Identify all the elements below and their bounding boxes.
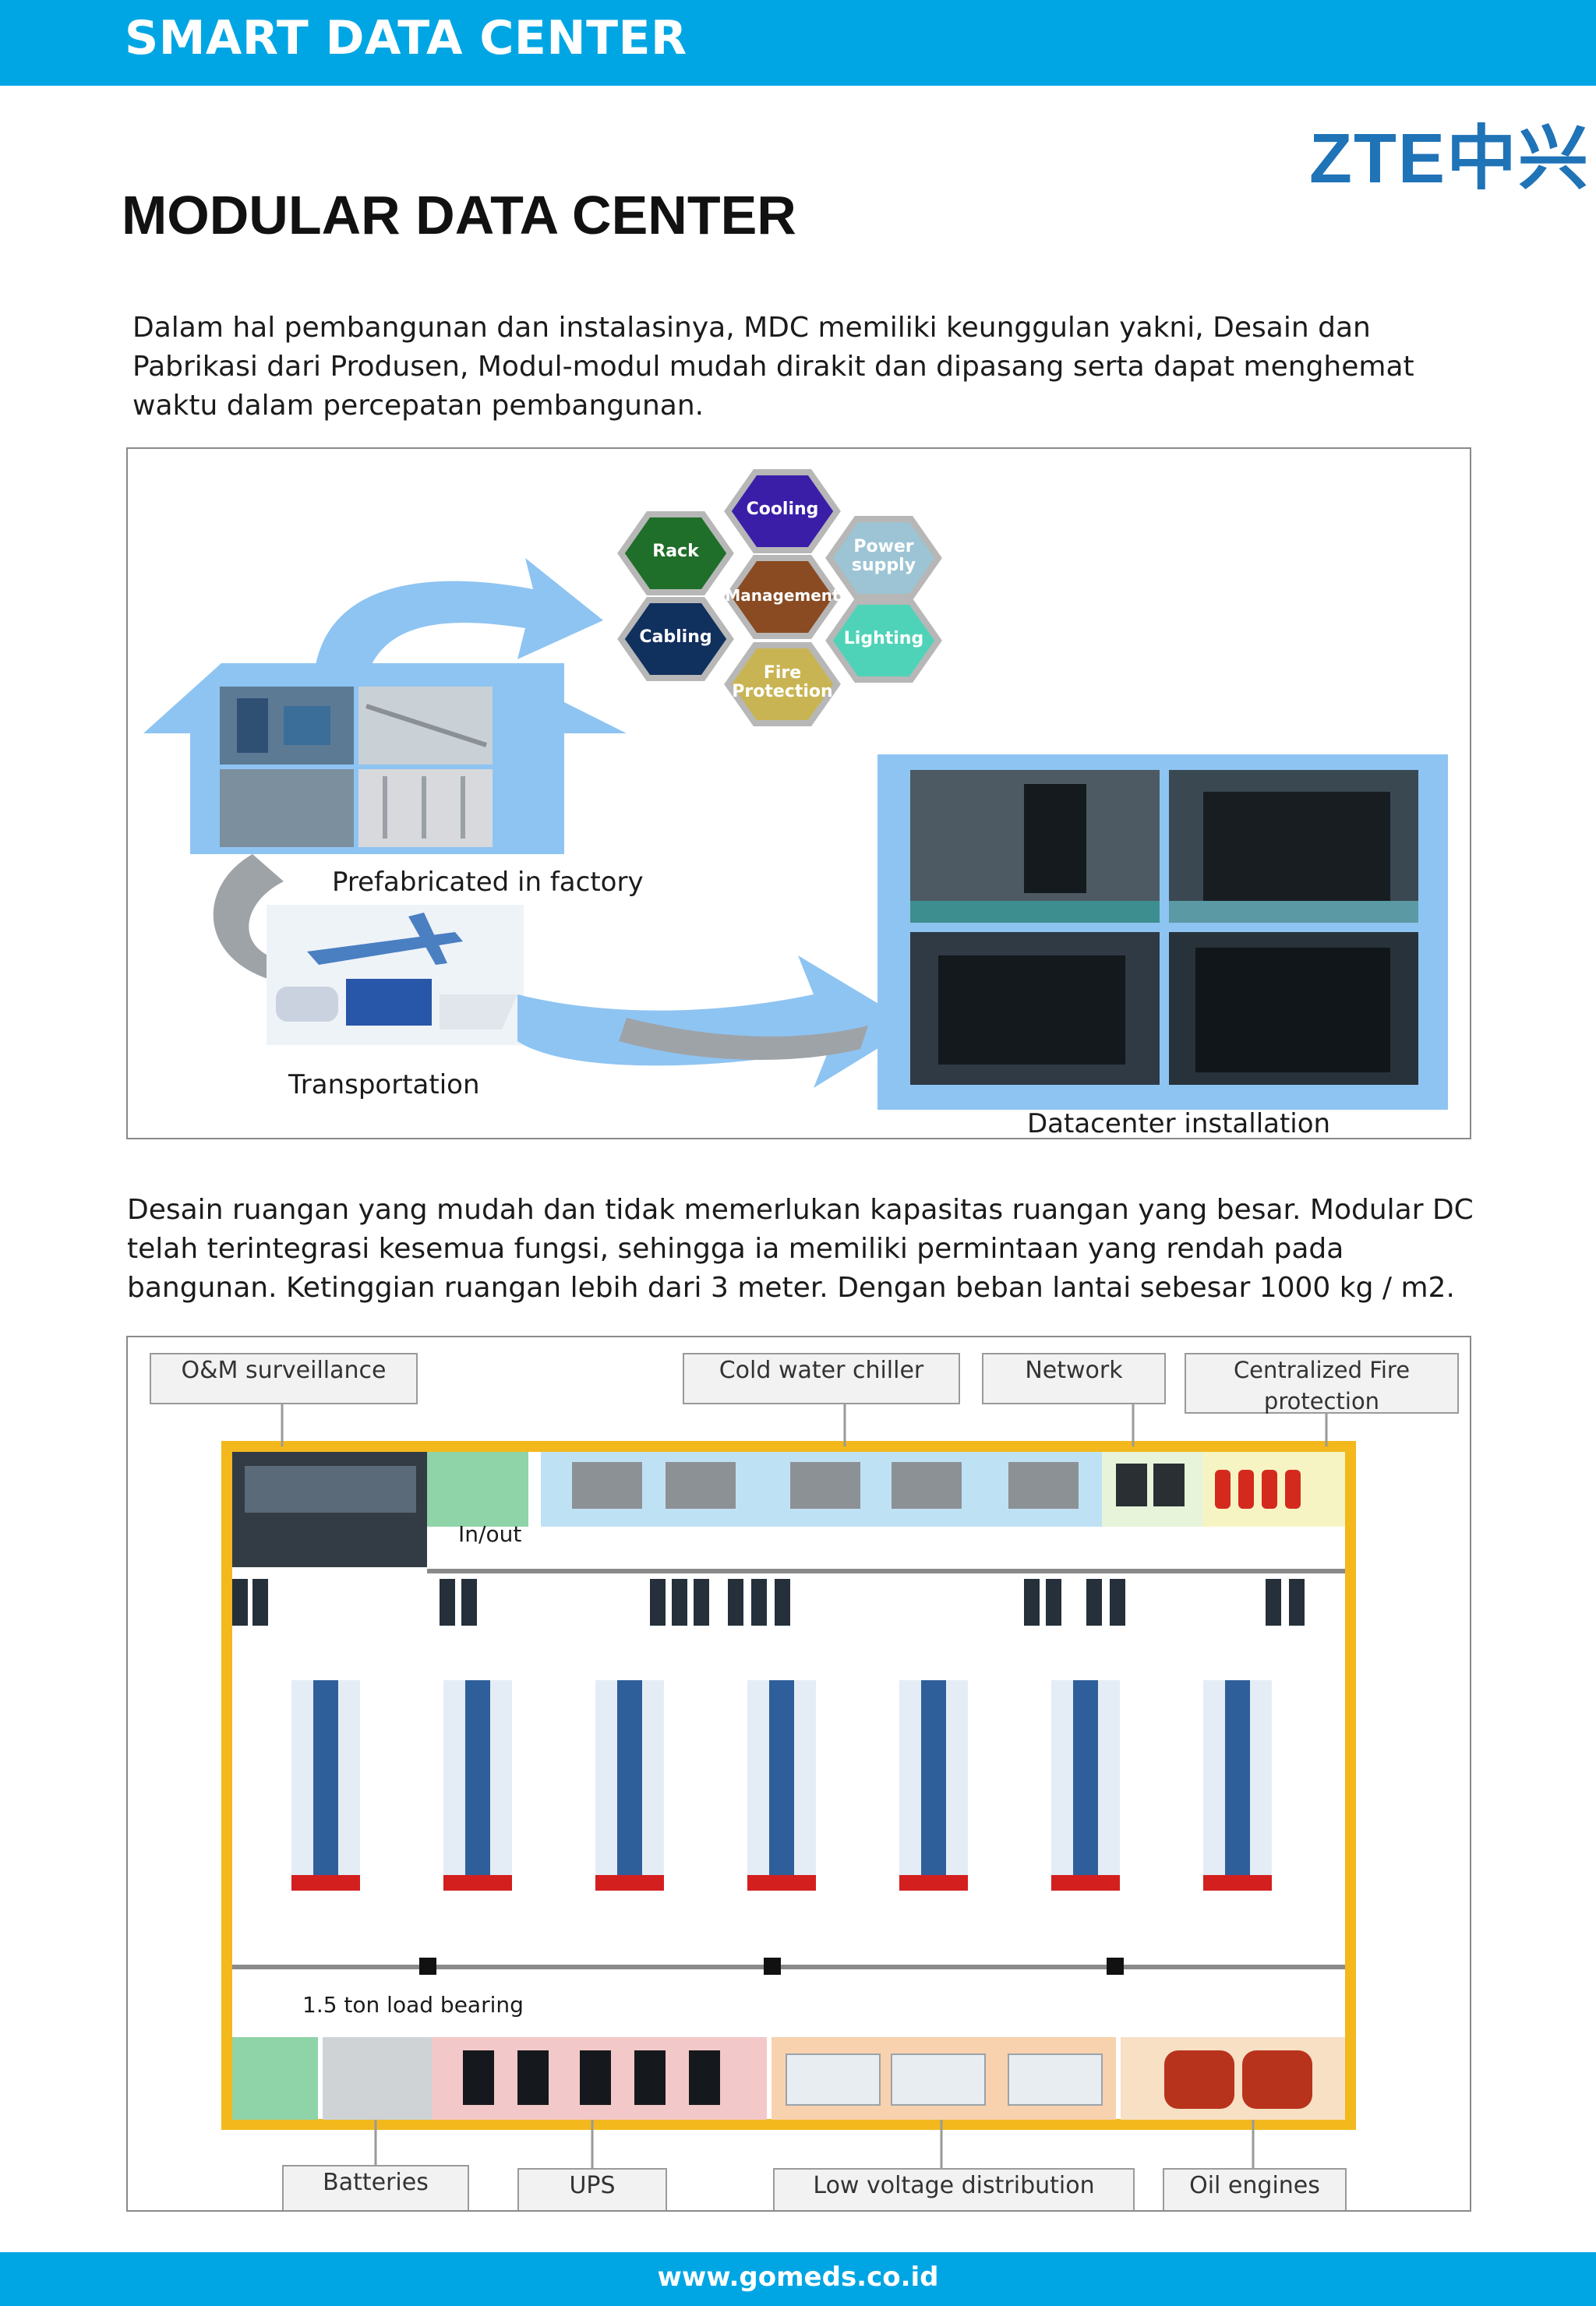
process-illustration xyxy=(143,558,1448,1110)
hex-power-supply xyxy=(825,516,942,600)
label-om-surveillance: O&M surveillance xyxy=(150,1353,418,1404)
inout-module xyxy=(427,1452,528,1527)
hex-label-power-supply: Power supply xyxy=(851,537,916,575)
battery-module xyxy=(232,2037,318,2120)
rack-row xyxy=(899,1680,968,1891)
hex-rack xyxy=(617,511,734,595)
floor-plan-drawing xyxy=(221,1403,1356,2168)
caption-factory: Prefabricated in factory xyxy=(332,867,644,898)
arrow-to-install xyxy=(517,955,915,1088)
figure-mdc-process: Cooling Rack Power supply Management Cab… xyxy=(126,447,1471,1139)
caption-install: Datacenter installation xyxy=(1027,1108,1331,1139)
factory-photos xyxy=(220,687,493,847)
in-row-cooling-units xyxy=(232,1579,1305,1626)
hex-label-lighting: Lighting xyxy=(843,629,924,648)
hex-cabling xyxy=(617,597,734,681)
label-low-voltage-distribution: Low voltage distribution xyxy=(773,2168,1135,2210)
rack-row xyxy=(291,1680,360,1891)
chiller-units xyxy=(572,1462,1079,1509)
header-bar: SMART DATA CENTER xyxy=(0,0,1596,86)
rack-rows xyxy=(291,1680,1272,1891)
hex-lighting xyxy=(825,599,942,683)
distribution-cabinets xyxy=(786,2054,1103,2106)
label-oil-engines: Oil engines xyxy=(1163,2168,1347,2210)
hex-label-management: Management xyxy=(725,586,840,605)
label-cold-water-chiller: Cold water chiller xyxy=(683,1353,960,1404)
rack-row xyxy=(595,1680,664,1891)
second-paragraph: Desain ruangan yang mudah dan tidak meme… xyxy=(127,1194,1474,1304)
label-batteries: Batteries xyxy=(282,2165,469,2210)
label-inout: In/out xyxy=(458,1521,522,1547)
install-photos xyxy=(910,770,1418,1085)
label-ups: UPS xyxy=(517,2168,667,2210)
hex-label-cooling: Cooling xyxy=(746,500,819,519)
figure-floor-plan: O&M surveillance Cold water chiller Netw… xyxy=(126,1336,1471,2212)
hex-management xyxy=(724,555,841,639)
caption-transport: Transportation xyxy=(288,1069,480,1100)
fire-extinguishers xyxy=(1215,1470,1301,1509)
header-title: SMART DATA CENTER xyxy=(125,11,687,65)
rack-row xyxy=(1203,1680,1272,1891)
rack-row xyxy=(443,1680,512,1891)
zte-logo: ZTE中兴 xyxy=(1309,120,1590,198)
ups-units xyxy=(463,2050,720,2105)
hex-cooling xyxy=(724,469,841,553)
label-centralized-fire-protection: Centralized Fire protection xyxy=(1185,1353,1459,1414)
page-title: MODULAR DATA CENTER xyxy=(122,185,796,245)
hex-label-cabling: Cabling xyxy=(639,627,712,647)
rack-row xyxy=(1051,1680,1120,1891)
label-load-bearing: 1.5 ton load bearing xyxy=(302,1992,524,2018)
battery-room xyxy=(323,2037,432,2120)
arrow-to-modules xyxy=(313,558,603,714)
hex-label-fire-protection: Fire Protection xyxy=(732,663,833,701)
callout-lines xyxy=(281,1403,1328,2168)
hex-fire-protection xyxy=(724,642,841,726)
intro-paragraph: Dalam hal pembangunan dan instalasinya, … xyxy=(132,312,1414,422)
hexagon-cluster xyxy=(617,469,942,726)
support-columns xyxy=(419,1958,1124,1975)
footer-bar: www.gomeds.co.id xyxy=(0,2252,1596,2306)
hex-label-rack: Rack xyxy=(652,542,699,561)
label-network: Network xyxy=(982,1353,1166,1404)
footer-url[interactable]: www.gomeds.co.id xyxy=(657,2262,939,2293)
oil-engine-units xyxy=(1164,2050,1312,2109)
rack-row xyxy=(747,1680,816,1891)
arrow-to-transport xyxy=(213,854,284,979)
